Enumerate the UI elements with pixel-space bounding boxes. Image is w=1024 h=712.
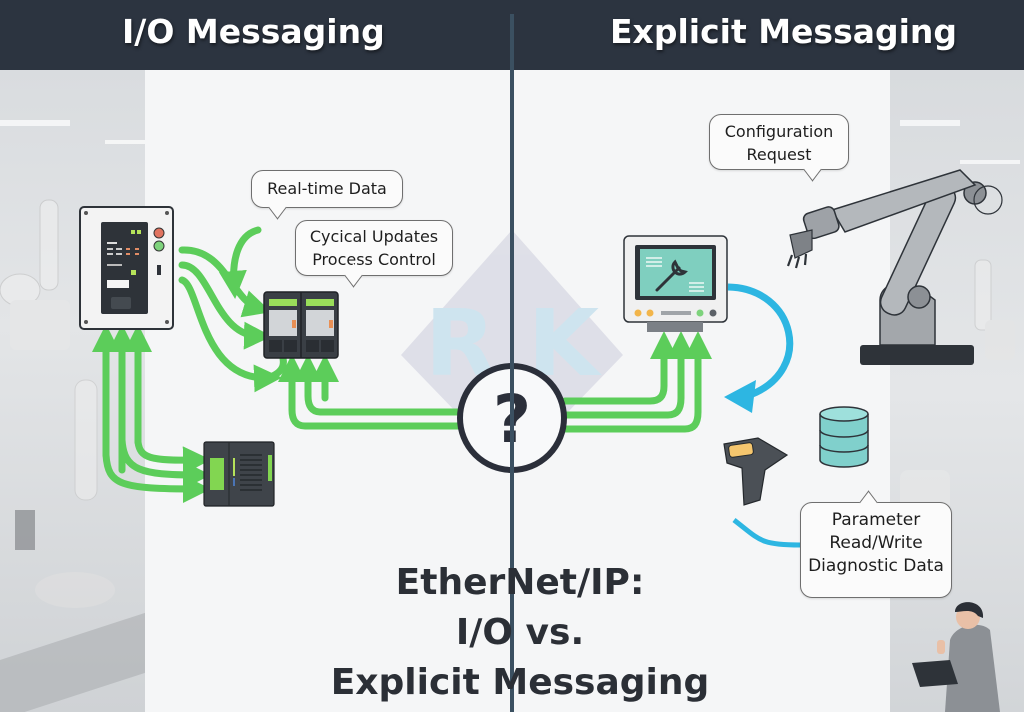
explicit-green-2 bbox=[561, 331, 695, 419]
callout-text: Cycical Updates bbox=[309, 227, 439, 246]
wrench-icon bbox=[655, 259, 688, 292]
io-arrows bbox=[92, 226, 712, 503]
explicit-messaging-title: Explicit Messaging bbox=[610, 12, 958, 51]
io-arrow-2 bbox=[178, 261, 272, 350]
technician-figure bbox=[912, 602, 1000, 712]
center-divider bbox=[510, 14, 514, 712]
barcode-scanner-icon bbox=[723, 437, 801, 548]
background-robot-left bbox=[0, 199, 145, 712]
hmi-terminal bbox=[623, 235, 728, 332]
io-arrow-drive-1 bbox=[134, 438, 211, 475]
io-arrow-drive-3 bbox=[102, 451, 211, 503]
drive-unit bbox=[203, 441, 275, 507]
callout-configuration-request: Configuration Request bbox=[709, 114, 849, 182]
main-title-line-3: Explicit Messaging bbox=[330, 662, 710, 703]
io-arrow-1 bbox=[178, 246, 272, 318]
background-lights bbox=[0, 120, 1020, 164]
callout-text: Request bbox=[746, 145, 812, 164]
io-messaging-title: I/O Messaging bbox=[122, 12, 385, 51]
io-arrow-drive-2 bbox=[118, 436, 211, 489]
callout-text: Diagnostic Data bbox=[808, 556, 944, 576]
database-icon bbox=[819, 406, 869, 468]
callout-text: Read/Write bbox=[829, 533, 923, 553]
industrial-robot-arm bbox=[786, 169, 1003, 365]
callout-cyclical-updates: Cycical Updates Process Control bbox=[295, 220, 453, 288]
callout-parameter-diagnostic: Parameter Read/Write Diagnostic Data bbox=[800, 490, 952, 598]
io-arrow-net-2 bbox=[294, 354, 464, 416]
explicit-green-1 bbox=[561, 331, 678, 405]
main-title-line-1: EtherNet/IP: bbox=[395, 562, 645, 603]
main-title: EtherNet/IP: I/O vs. Explicit Messaging bbox=[330, 558, 710, 708]
callout-text: Process Control bbox=[312, 250, 436, 269]
io-arrow-net-1 bbox=[278, 354, 464, 430]
callout-realtime-data: Real-time Data bbox=[251, 170, 403, 220]
explicit-cycle-arrow bbox=[724, 283, 794, 413]
callout-text: Parameter bbox=[831, 510, 921, 530]
callout-text: Real-time Data bbox=[267, 179, 387, 198]
io-arrow-3 bbox=[178, 276, 282, 393]
main-title-line-2: I/O vs. bbox=[455, 612, 585, 653]
io-arrow-realtime bbox=[218, 226, 262, 299]
callout-text: Configuration bbox=[724, 122, 834, 141]
io-module bbox=[263, 291, 339, 359]
explicit-green-3 bbox=[561, 331, 712, 433]
plc-controller bbox=[79, 206, 174, 330]
